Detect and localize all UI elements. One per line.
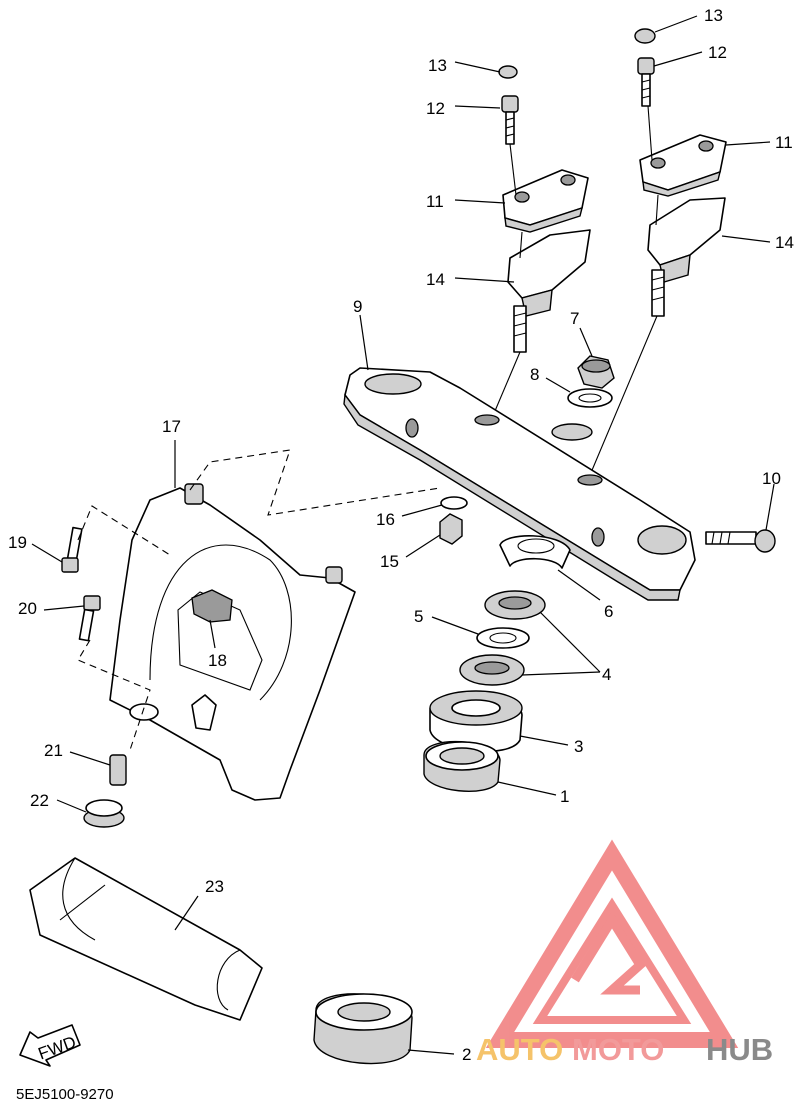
part-10-pinch-bolt: [705, 529, 776, 553]
part-13-cap-right: [634, 28, 656, 44]
callout-7: 7: [570, 309, 579, 328]
callout-12-left: 12: [426, 99, 445, 118]
callout-22: 22: [30, 791, 49, 810]
part-6-lock-washer: [499, 535, 571, 569]
watermark-hub: HUB: [706, 1032, 773, 1067]
part-20-bolt: [78, 595, 101, 642]
callout-14-right: 14: [775, 233, 794, 252]
fwd-arrow-icon: FWD: [19, 1024, 81, 1067]
part-11-holder-left: [502, 169, 589, 233]
callout-19: 19: [8, 533, 27, 552]
part-22-grommet: [83, 799, 125, 828]
callout-5: 5: [414, 607, 423, 626]
callout-12-right: 12: [708, 43, 727, 62]
callout-18: 18: [208, 651, 227, 670]
callout-numbers: 13 13 12 12 11 11 14 14 7 8 9 10 16 15 6…: [8, 6, 794, 1064]
part-12-bolt-right: [637, 57, 655, 107]
part-21-collar: [109, 754, 127, 786]
part-9-upper-bracket: [343, 367, 696, 601]
part-16-washer: [440, 496, 468, 510]
callout-20: 20: [18, 599, 37, 618]
callout-11-left: 11: [426, 192, 444, 211]
part-14-holder-right: [647, 197, 726, 317]
part-1-bearing: [423, 740, 501, 792]
part-23-tube-cover: [29, 857, 263, 1021]
part-12-bolt-left: [501, 95, 519, 145]
watermark-logo: [485, 839, 739, 1048]
part-17-cover: [109, 483, 356, 801]
callout-1: 1: [560, 787, 569, 806]
part-13-cap-left: [498, 65, 518, 79]
callout-17: 17: [162, 417, 181, 436]
leader-lines: [31, 15, 775, 1055]
callout-23: 23: [205, 877, 224, 896]
part-15-nut: [439, 513, 463, 545]
callout-8: 8: [530, 365, 539, 384]
part-19-bolt: [61, 526, 83, 573]
callout-10: 10: [762, 469, 781, 488]
part-7-crown-nut: [577, 355, 615, 389]
part-8-washer: [567, 388, 613, 408]
callout-3: 3: [574, 737, 583, 756]
watermark-auto: AUTO: [476, 1032, 563, 1067]
part-11-holder-right: [639, 134, 727, 197]
callout-13-right: 13: [704, 6, 723, 25]
part-2-bearing: [313, 993, 413, 1065]
callout-14-left: 14: [426, 270, 445, 289]
callout-13-left: 13: [428, 56, 447, 75]
drawing-code: 5EJ5100-9270: [16, 1086, 114, 1103]
callout-9: 9: [353, 297, 362, 316]
callout-6: 6: [604, 602, 613, 621]
callout-21: 21: [44, 741, 63, 760]
part-18-damper: [191, 589, 233, 623]
callout-4: 4: [602, 665, 611, 684]
watermark-moto: MOTO: [572, 1032, 664, 1067]
part-14-holder-left: [507, 229, 591, 353]
part-3-bearing: [429, 690, 523, 753]
callout-11-right: 11: [775, 133, 793, 152]
part-5-washer: [476, 627, 530, 649]
callout-16: 16: [376, 510, 395, 529]
callout-15: 15: [380, 552, 399, 571]
watermark-text: AUTO MOTO HUB: [476, 1032, 773, 1067]
callout-2: 2: [462, 1045, 471, 1064]
part-4-ring-nut-upper: [484, 590, 546, 620]
part-4-ring-nut-lower: [459, 654, 525, 686]
